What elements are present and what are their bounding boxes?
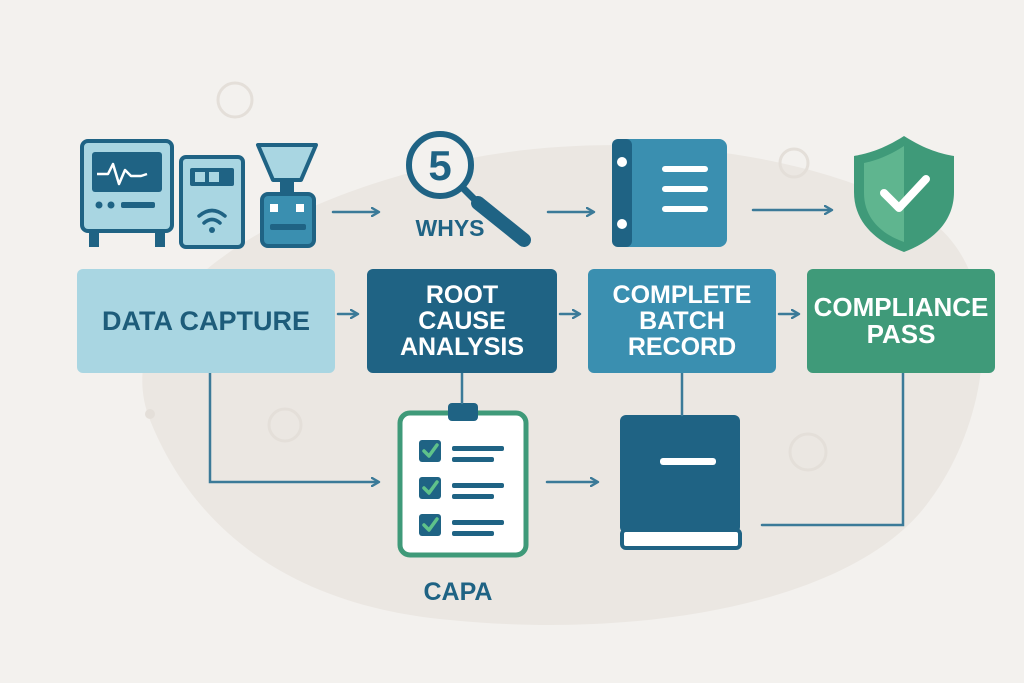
decor-circle [216,81,254,119]
step-root-cause-analysis: ROOT CAUSE ANALYSIS [367,269,557,373]
step-compliance-pass: COMPLIANCE PASS [807,269,995,373]
step-data-capture: DATA CAPTURE [77,269,335,373]
decor-circle [778,147,810,179]
capa-label: CAPA [423,578,493,606]
step-complete-batch-record: COMPLETE BATCH RECORD [588,269,776,373]
checklist-clipboard-icon [397,403,529,558]
book-icon [620,415,742,550]
flow-arrows [208,210,905,527]
wifi-device-icon [179,155,245,249]
connector-compliance-to-book [760,371,905,527]
dispenser-icon [256,143,318,248]
whys-label: WHYS [415,215,485,241]
shield-check-icon [854,136,954,252]
decor-circle [788,432,828,472]
decor-circle [267,407,303,443]
magnifier-icon [406,131,531,247]
binder-icon [612,139,727,247]
whys-number: 5 [428,142,451,189]
monitor-icon [80,139,174,247]
decor-dot [145,409,155,419]
background-blob [142,145,983,625]
arrow-data-to-capa [208,371,378,482]
